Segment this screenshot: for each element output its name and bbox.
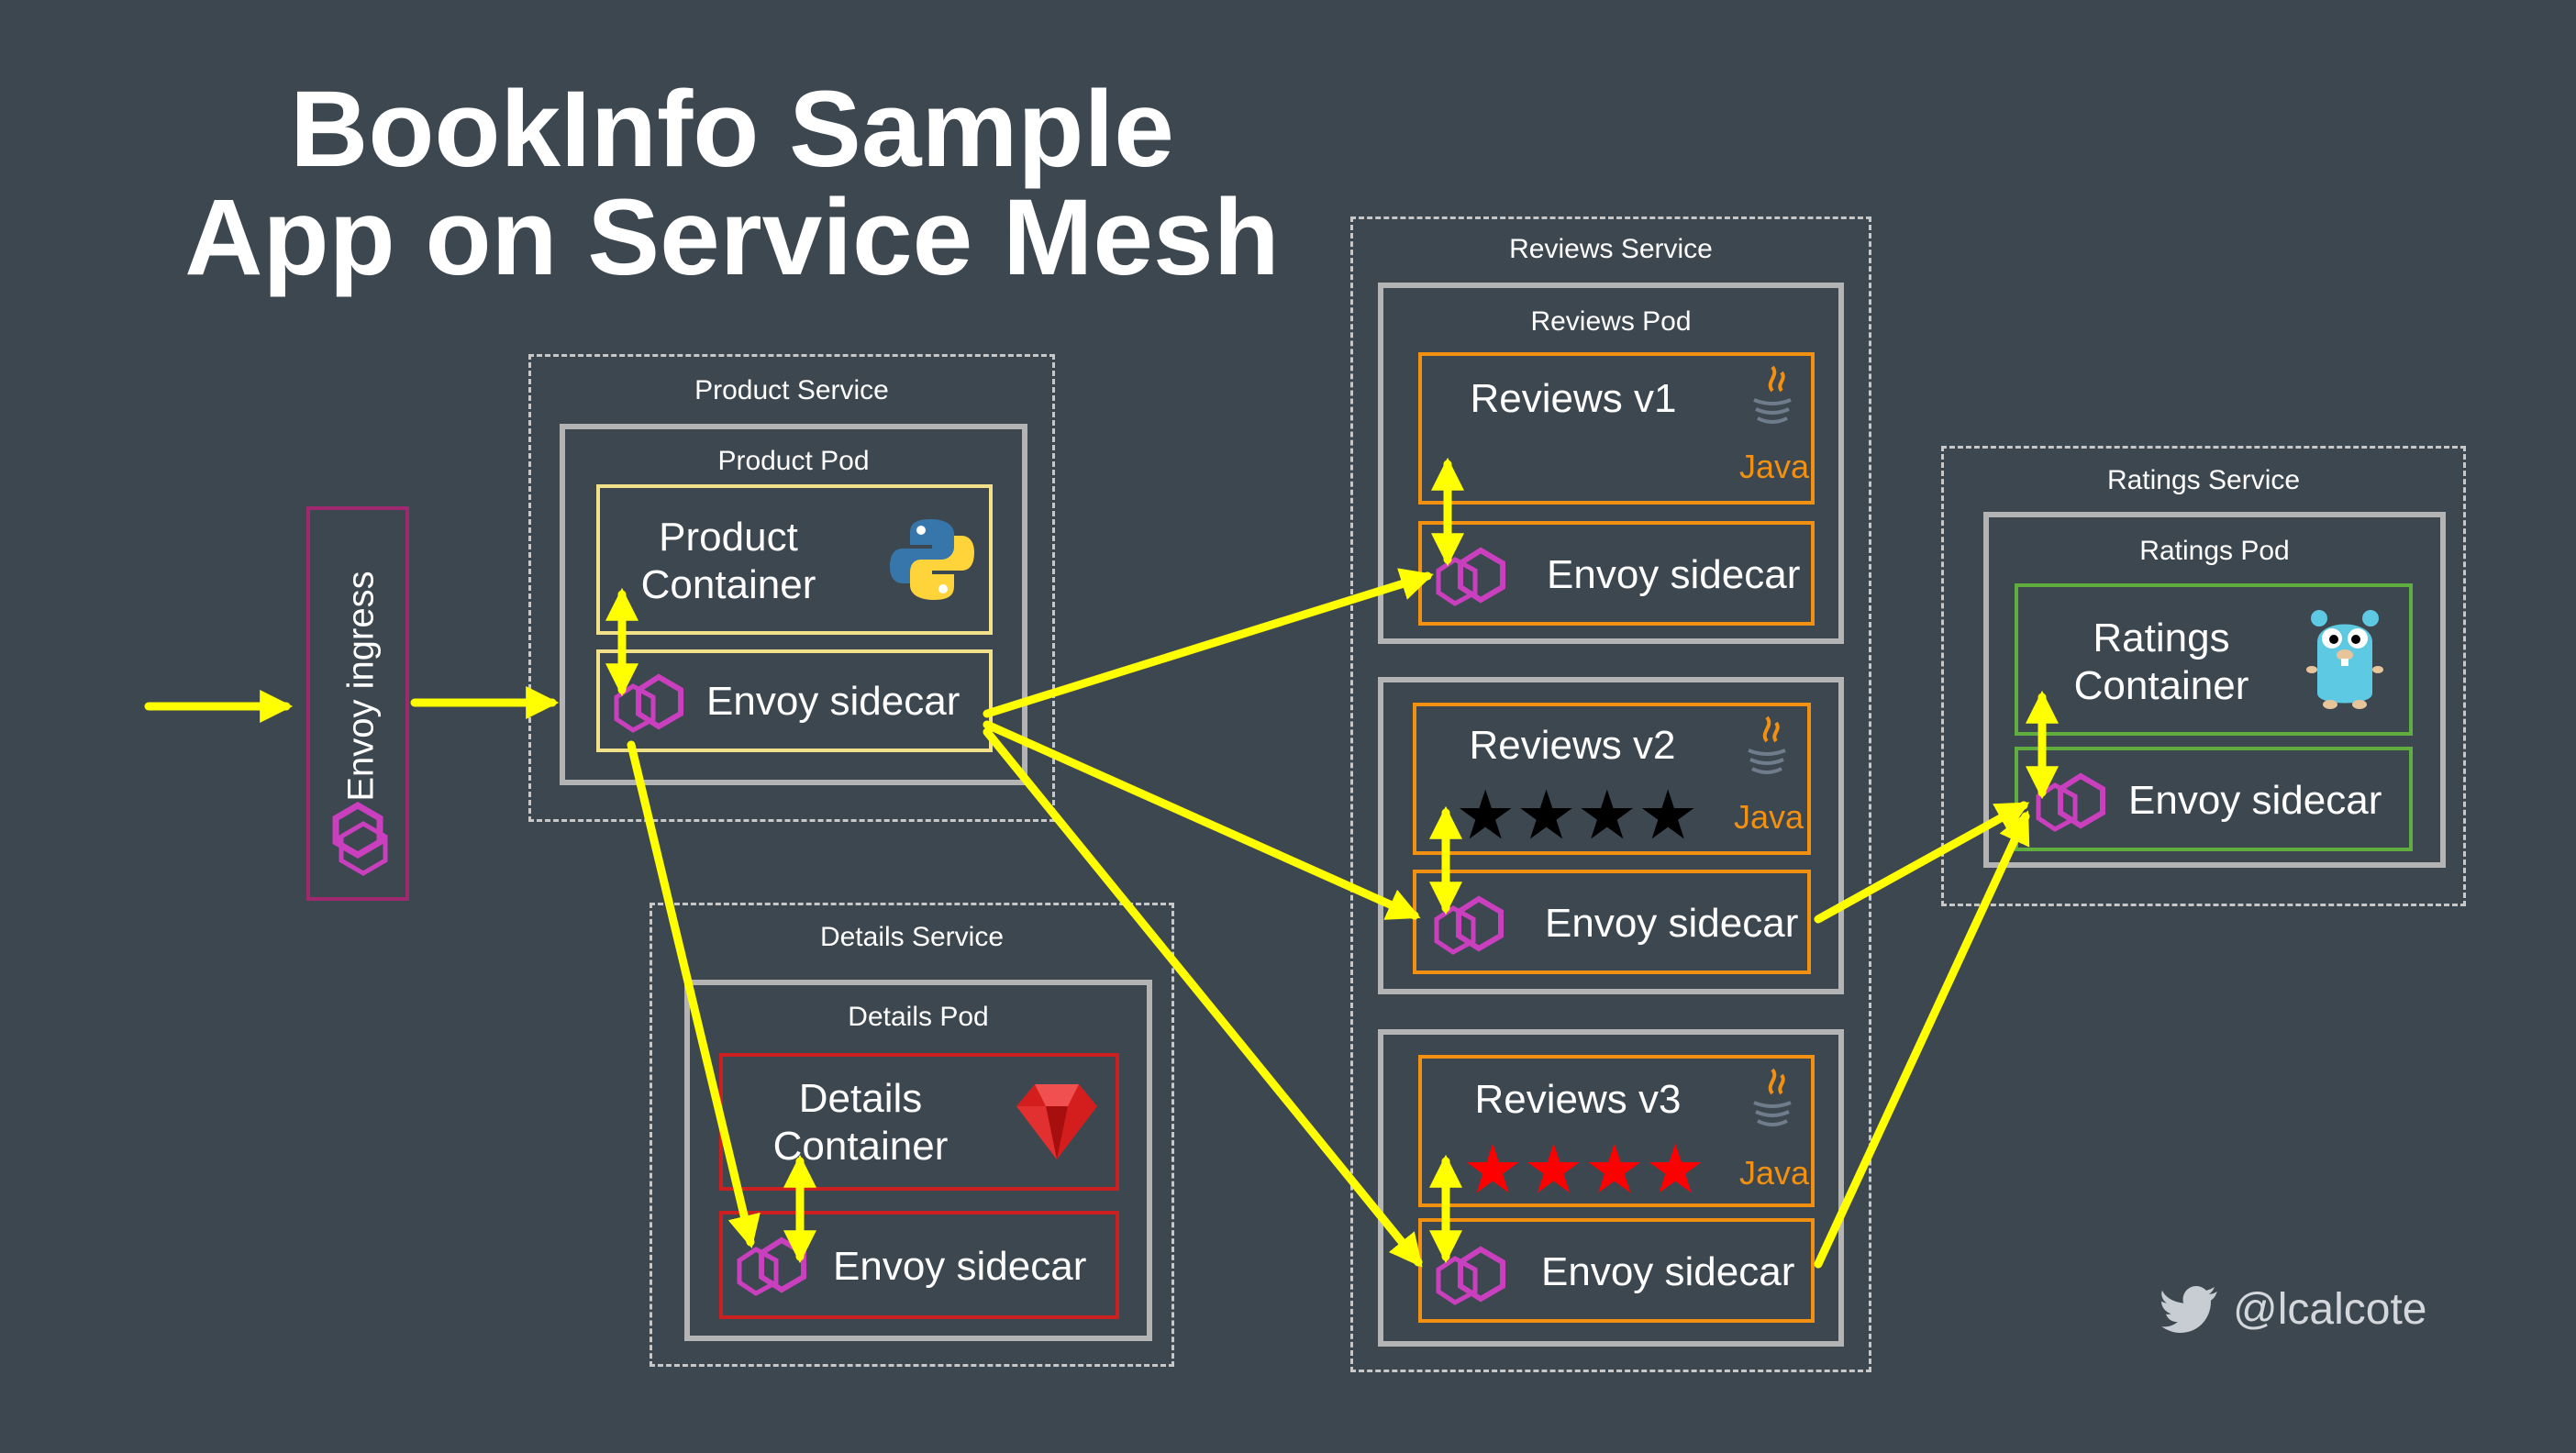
reviews-v3-container-box: Reviews v3 ★★★★ Java: [1418, 1055, 1815, 1207]
envoy-icon: [614, 673, 683, 733]
ratings-service-box: Ratings Service: [1941, 446, 2466, 906]
reviews-v1-container-box: Reviews v1 Java: [1418, 352, 1815, 505]
reviews-v2-java-label: Java: [1734, 798, 1804, 836]
reviews-v3-stars: ★★★★: [1462, 1131, 1706, 1207]
twitter-icon: [2161, 1285, 2217, 1333]
ratings-container-label: Ratings Container: [2051, 615, 2271, 710]
ratings-pod-label: Ratings Pod: [2139, 536, 2290, 566]
ruby-icon: [1016, 1084, 1097, 1159]
details-pod-box: Details Pod: [684, 980, 1152, 1341]
ratings-sidecar-label: Envoy sidecar: [2128, 778, 2382, 823]
ratings-container-line-1: Ratings: [2093, 616, 2230, 660]
java-icon: [1748, 715, 1786, 774]
reviews-v3-java-label: Java: [1739, 1154, 1810, 1192]
ratings-sidecar-box: Envoy sidecar: [2015, 747, 2413, 851]
product-container-box: Product Container: [596, 484, 993, 635]
envoy-icon: [332, 802, 388, 876]
product-container-line-2: Container: [640, 562, 816, 607]
envoy-ingress-box: Envoy ingress: [306, 506, 409, 901]
ratings-service-label: Ratings Service: [2106, 465, 2301, 495]
details-pod-label: Details Pod: [848, 1002, 989, 1032]
reviews-v1-java-label: Java: [1739, 448, 1810, 485]
reviews-pod-v2-box: [1378, 677, 1844, 994]
reviews-pod-label: Reviews Pod: [1530, 306, 1692, 337]
reviews-service-label: Reviews Service: [1509, 234, 1713, 264]
arrow-reviews-v2-to-ratings: [1814, 801, 2030, 924]
reviews-v3-sidecar-label: Envoy sidecar: [1541, 1249, 1795, 1294]
reviews-v2-label: Reviews v2: [1469, 723, 1676, 768]
python-icon: [890, 519, 974, 600]
product-service-label: Product Service: [694, 375, 889, 405]
reviews-v2-sidecar-box: Envoy sidecar: [1413, 870, 1811, 974]
details-container-label: Details Container: [760, 1075, 961, 1170]
product-container-line-1: Product: [659, 515, 798, 560]
arrow-product-to-reviews-v3: [983, 727, 1423, 1268]
reviews-v2-sidecar-label: Envoy sidecar: [1545, 901, 1799, 946]
details-service-box: Details Service: [650, 903, 1174, 1367]
reviews-v2-container-box: Reviews v2 ★★★★ Java: [1413, 703, 1811, 855]
reviews-pod-v1-box: Reviews Pod: [1378, 283, 1844, 644]
gopher-icon: [2306, 610, 2383, 709]
arrow-reviews-v3-to-ratings: [1814, 810, 2030, 1269]
details-sidecar-label: Envoy sidecar: [833, 1244, 1087, 1289]
reviews-v3-sidecar-box: Envoy sidecar: [1418, 1218, 1815, 1323]
ratings-container-box: Ratings Container: [2015, 583, 2413, 736]
reviews-v3-label: Reviews v3: [1474, 1077, 1682, 1122]
ratings-container-line-2: Container: [2073, 663, 2249, 708]
reviews-pod-v3-box: [1378, 1029, 1844, 1347]
product-sidecar-box: Envoy sidecar: [596, 649, 993, 752]
product-pod-label: Product Pod: [717, 446, 870, 476]
java-icon: [1753, 365, 1792, 424]
arrow-product-to-details: [627, 740, 761, 1249]
twitter-credit: @lcalcote: [2161, 1284, 2426, 1335]
reviews-v2-stars: ★★★★: [1455, 777, 1699, 853]
arrow-product-to-reviews-v2: [983, 720, 1421, 920]
reviews-v1-sidecar-label: Envoy sidecar: [1547, 552, 1801, 597]
reviews-v1-sidecar-box: Envoy sidecar: [1418, 521, 1815, 626]
java-icon: [1753, 1068, 1792, 1126]
page-title: BookInfo Sample App on Service Mesh: [182, 75, 1282, 292]
arrow-product-to-reviews-v1: [983, 568, 1434, 718]
details-service-label: Details Service: [819, 922, 1005, 952]
product-sidecar-label: Envoy sidecar: [706, 679, 960, 724]
reviews-service-box: Reviews Service: [1350, 216, 1871, 1372]
product-service-box: Product Service: [528, 354, 1055, 822]
reviews-v1-label: Reviews v1: [1470, 376, 1677, 421]
details-container-line-1: Details: [798, 1076, 923, 1121]
product-pod-box: Product Pod: [560, 424, 1027, 785]
title-line-2: App on Service Mesh: [184, 177, 1280, 298]
details-sidecar-box: Envoy sidecar: [719, 1211, 1119, 1319]
title-line-1: BookInfo Sample: [290, 69, 1174, 190]
product-container-label: Product Container: [627, 514, 829, 609]
ratings-pod-box: Ratings Pod: [1983, 512, 2446, 868]
twitter-handle: @lcalcote: [2233, 1285, 2427, 1334]
